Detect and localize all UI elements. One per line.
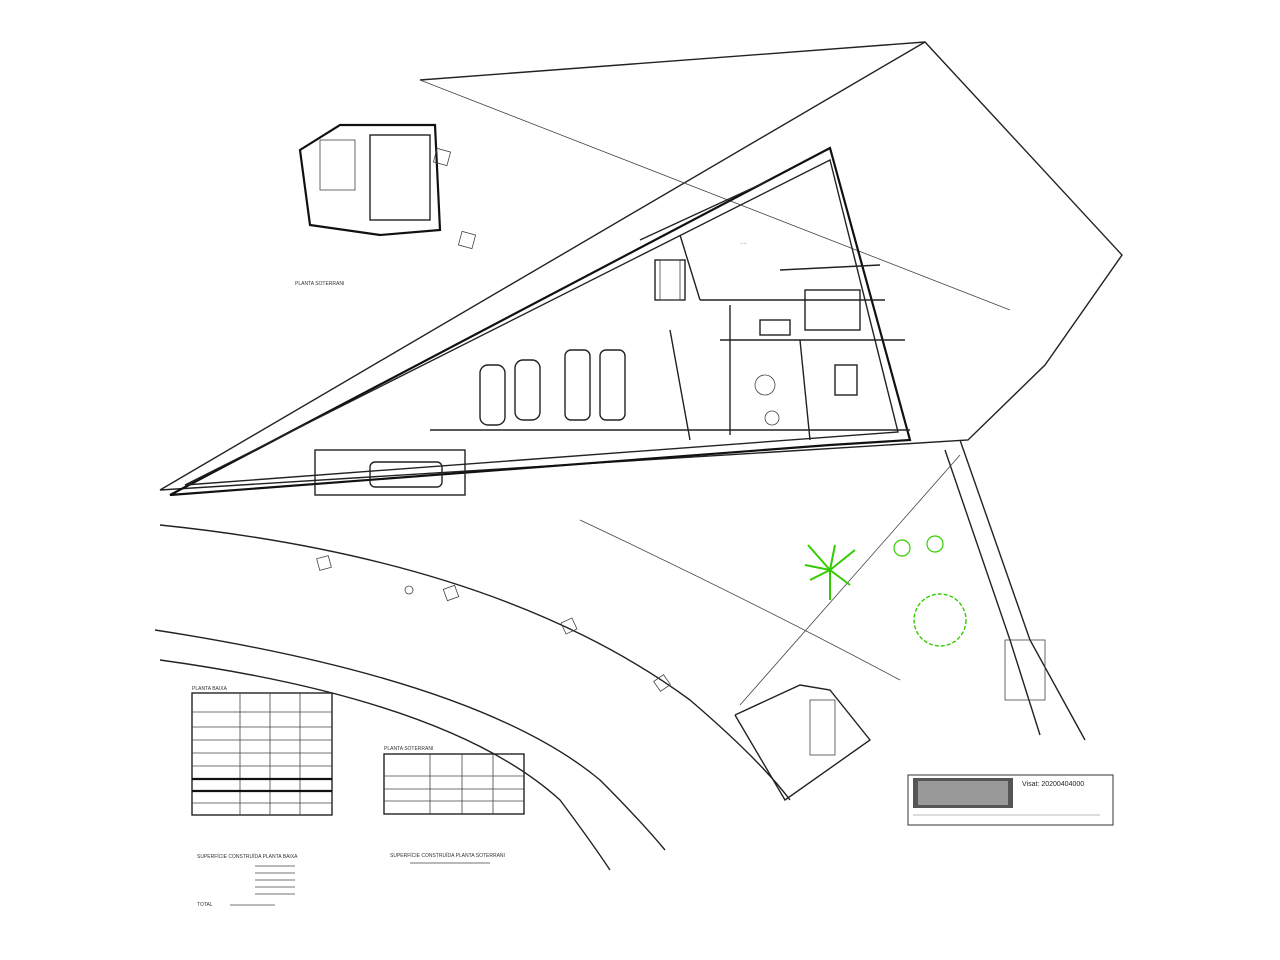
car-icon xyxy=(479,364,506,426)
shrub-icon xyxy=(893,539,911,557)
total-label: TOTAL xyxy=(197,902,213,908)
summary-soterrani: SUPERFÍCIE CONSTRUÏDA PLANTA SOTERRANI xyxy=(390,852,505,859)
annex xyxy=(734,684,872,802)
summary-lines xyxy=(230,862,490,906)
floor-label-soterrani: PLANTA SOTERRANI xyxy=(295,281,344,287)
vegetation xyxy=(804,535,967,647)
table-planta-baixa xyxy=(191,692,333,816)
plot-boundary xyxy=(159,41,1123,491)
table-title-baixa: PLANTA BAIXA xyxy=(192,686,228,692)
parked-cars xyxy=(314,349,626,496)
car-icon xyxy=(514,359,541,421)
tree-icon xyxy=(913,593,967,647)
table-title-soterrani: PLANTA SOTERRANI xyxy=(384,746,433,752)
stairs xyxy=(659,259,1086,741)
main-building: ···· xyxy=(169,146,912,497)
approval-stamp: Visat: 20200404000 xyxy=(907,774,1114,826)
table-planta-soterrani xyxy=(383,753,525,815)
palm-tree-icon xyxy=(804,544,856,600)
road xyxy=(154,454,961,871)
outbuilding xyxy=(298,123,477,250)
shrub-icon xyxy=(926,535,944,553)
room-label: ···· xyxy=(740,241,747,247)
car-icon xyxy=(369,461,443,488)
car-icon xyxy=(564,349,591,421)
summary-baixa: SUPERFÍCIE CONSTRUÏDA PLANTA BAIXA xyxy=(197,853,298,860)
stamp-text: Visat: 20200404000 xyxy=(1022,781,1084,788)
car-icon xyxy=(599,349,626,421)
